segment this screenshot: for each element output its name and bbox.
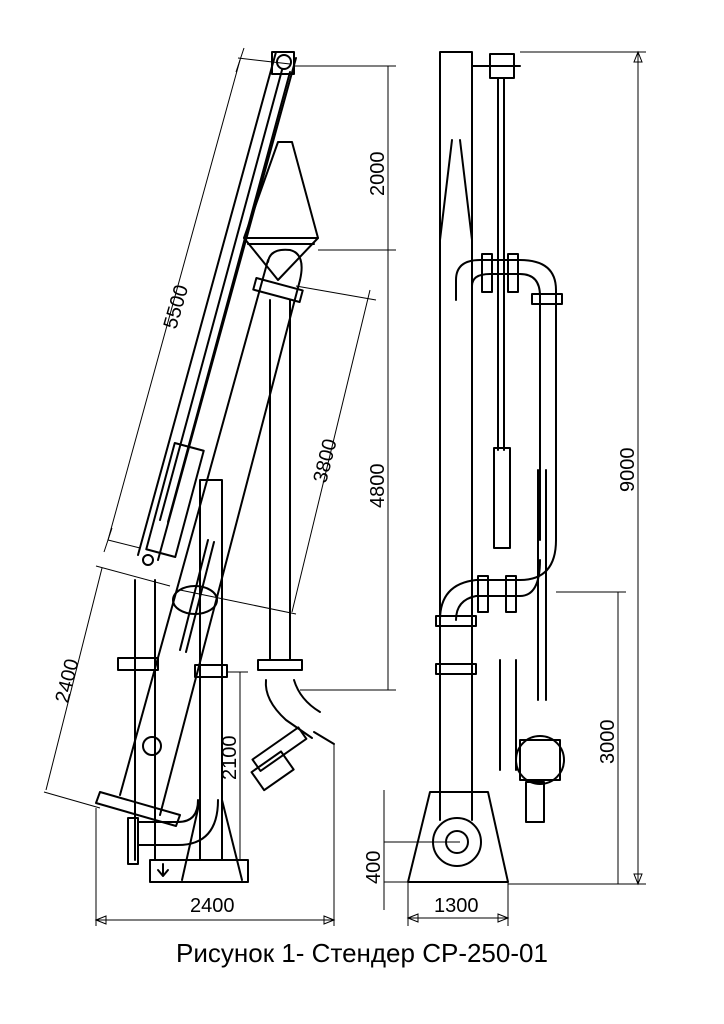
front-side-flange (531, 293, 563, 305)
arm-hole (142, 736, 162, 756)
nozzle-elbow (264, 679, 321, 739)
top-pivot (276, 54, 292, 70)
front-base (407, 791, 509, 883)
arm-flange-low (257, 659, 303, 671)
top-bracket (271, 51, 295, 75)
dim-arm-length: 3800 (310, 437, 342, 486)
front-mid-flange-2 (477, 575, 489, 613)
boom-pivot (142, 554, 154, 566)
front-rod (497, 77, 505, 451)
dim-flange-height: 400 (363, 851, 385, 884)
dim-base-width: 2400 (190, 895, 235, 917)
column-flange (194, 664, 228, 678)
front-mid-flange (435, 615, 477, 627)
figure-caption: Рисунок 1- Стендер СР-250-01 (176, 938, 548, 968)
front-coupler (519, 739, 561, 781)
front-coupler-ring (515, 735, 565, 785)
front-side-rod (537, 469, 547, 701)
front-nozzle (525, 781, 545, 823)
front-upper-flange (481, 253, 493, 293)
frame-crossbar (243, 237, 319, 245)
dim-connection-height: 3000 (597, 720, 619, 765)
boom-frame (243, 141, 319, 281)
front-lower-pipe (499, 659, 517, 771)
dim-upper-height: 2000 (367, 152, 389, 197)
dimension-lines (43, 47, 646, 926)
main-column (199, 479, 223, 861)
dim-mid-height: 4800 (367, 464, 389, 509)
arm-elbow-top (267, 248, 303, 281)
dimension-labels: 5500 2000 3800 4800 2400 2100 2400 9000 … (52, 152, 639, 918)
inlet-flange (127, 817, 139, 865)
arm-top-flange (252, 276, 304, 304)
column-gusset (181, 799, 243, 881)
front-taper (439, 139, 473, 241)
arm-slot (179, 539, 215, 653)
dim-boom-length: 5500 (160, 283, 193, 332)
base-arrow-mark (157, 863, 169, 877)
nozzle-handle (313, 731, 335, 745)
front-upper-flange-2 (507, 253, 519, 293)
side-view (95, 51, 335, 883)
counterweight-sleeve (145, 441, 205, 559)
dim-side-width: 1300 (434, 895, 479, 917)
front-lower-flange (435, 663, 477, 675)
front-rod-sleeve (493, 447, 511, 549)
nozzle-coupler (250, 750, 295, 792)
front-view (407, 51, 565, 883)
front-mid-flange-3 (505, 575, 517, 613)
nozzle-flange (251, 726, 308, 772)
front-column (439, 51, 473, 821)
rear-flange (117, 657, 159, 671)
front-upper-pipe (455, 259, 557, 541)
dim-total-height: 9000 (617, 448, 639, 493)
inclined-arm (119, 259, 301, 816)
base-plate (149, 859, 249, 883)
dim-nozzle-height: 2100 (219, 736, 241, 781)
vertical-arm-tube (269, 299, 291, 661)
arm-bottom-flange (95, 791, 181, 827)
dim-lower-reach: 2400 (52, 657, 84, 706)
